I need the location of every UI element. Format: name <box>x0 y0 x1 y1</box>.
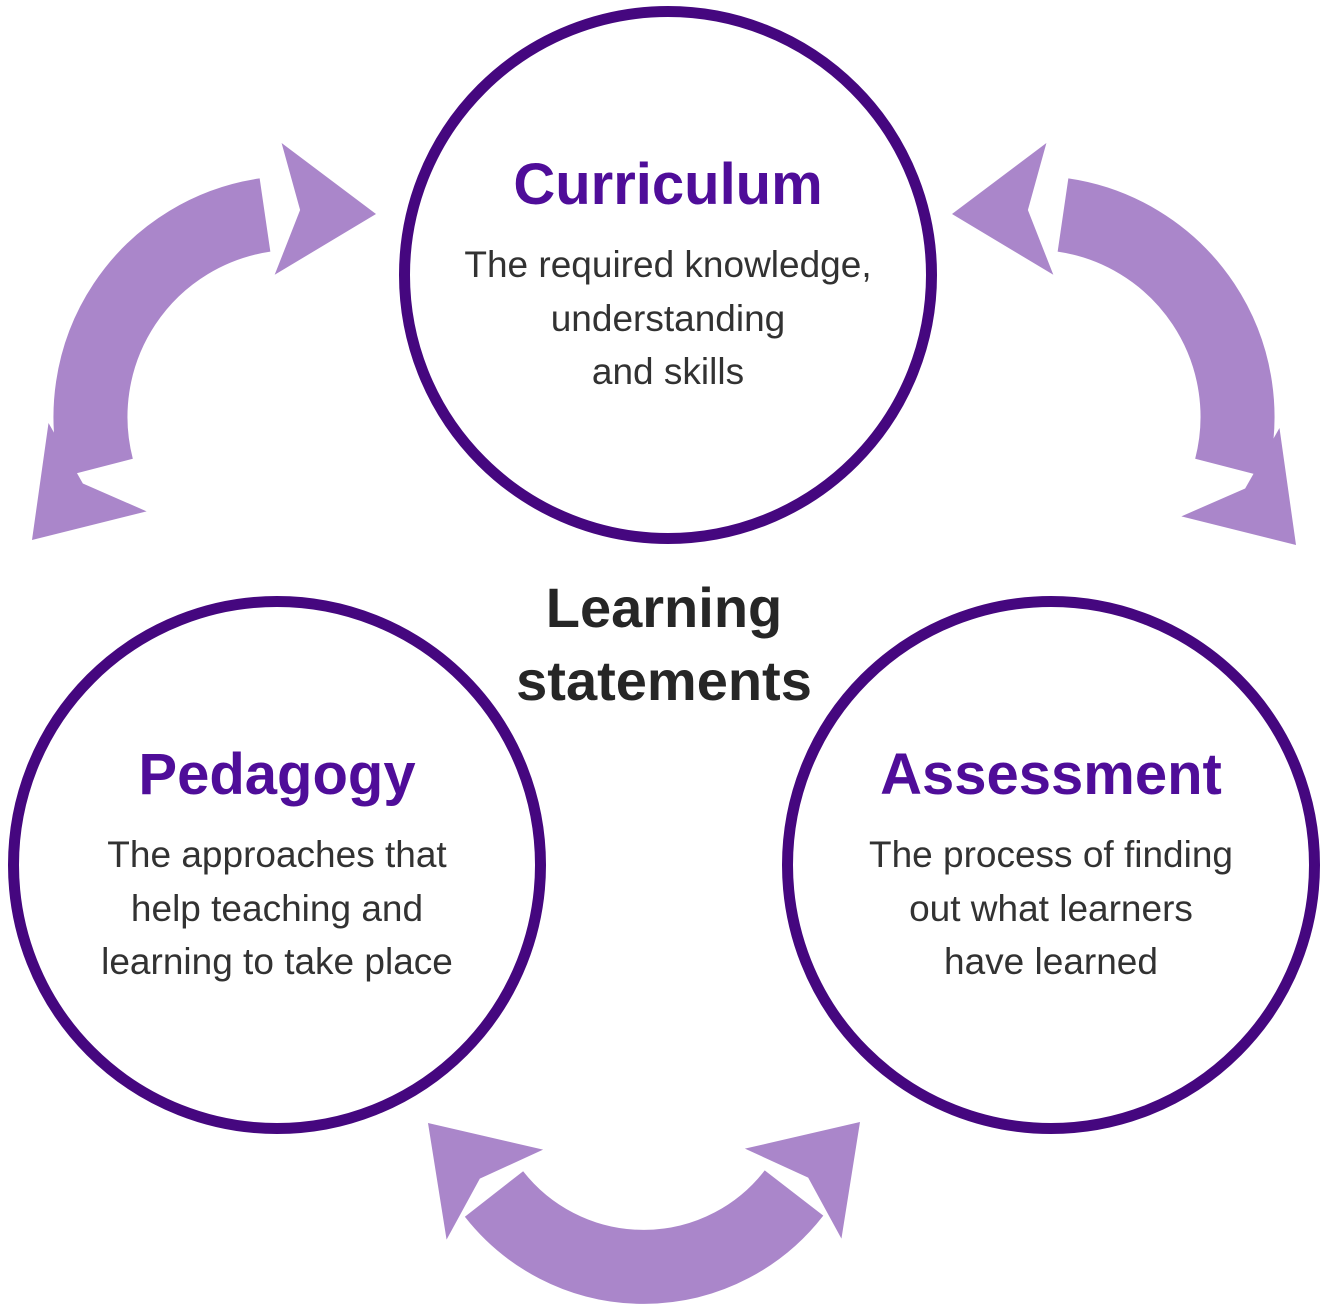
arrowhead-to-pedagogy-icon <box>32 423 147 540</box>
arrow-pedagogy-assessment <box>428 1122 860 1304</box>
arrow-pedagogy-curriculum <box>32 142 376 540</box>
arrow-band <box>53 178 272 478</box>
assessment-circle: Assessment The process of finding out wh… <box>782 596 1320 1134</box>
arrow-band <box>1056 178 1275 478</box>
arrowhead-to-curriculum-icon <box>952 142 1054 275</box>
assessment-description: The process of finding out what learners… <box>868 834 1234 982</box>
pedagogy-description: The approaches that help teaching and le… <box>101 834 453 982</box>
pedagogy-circle: Pedagogy The approaches that help teachi… <box>8 596 546 1134</box>
arrowhead-to-pedagogy-icon <box>428 1123 544 1240</box>
center-label: Learning statements <box>516 576 812 712</box>
arrow-band <box>464 1169 824 1304</box>
curriculum-description: The required knowledge, understanding an… <box>464 244 872 392</box>
assessment-title: Assessment <box>880 741 1222 807</box>
arrowhead-to-curriculum-icon <box>274 142 376 275</box>
arrowhead-to-assessment-icon <box>744 1122 860 1239</box>
arrow-curriculum-assessment <box>952 142 1296 545</box>
arrowhead-to-assessment-icon <box>1181 428 1296 545</box>
pedagogy-title: Pedagogy <box>138 741 416 807</box>
curriculum-title: Curriculum <box>513 151 823 217</box>
curriculum-circle: Curriculum The required knowledge, under… <box>399 6 937 544</box>
